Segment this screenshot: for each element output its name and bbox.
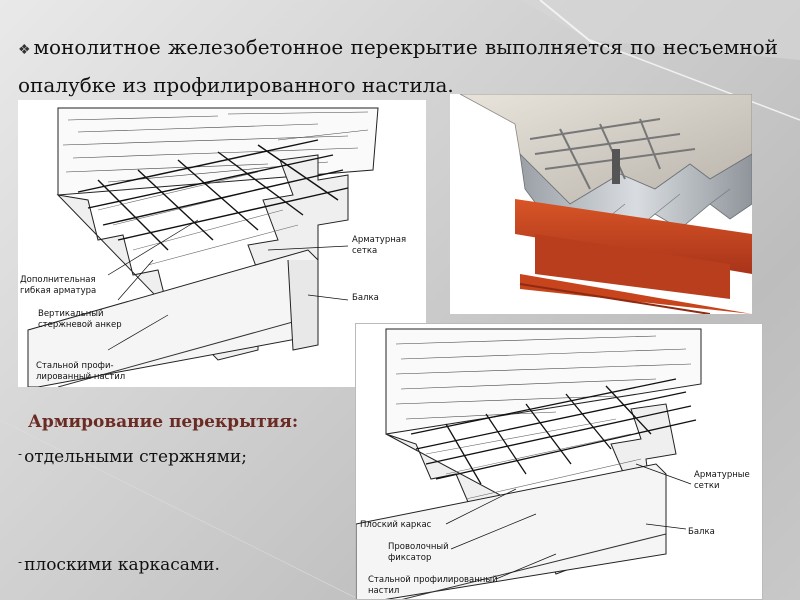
label-mesh-1: Арматурная: [352, 235, 406, 245]
label-deck-2: лированный настил: [36, 372, 125, 382]
list-marker: -: [18, 447, 23, 461]
label-deck-1: Стальной профилированный: [368, 575, 498, 585]
label-beam: Балка: [352, 293, 379, 303]
label-anchor-1: Вертикальный: [38, 309, 104, 319]
label-extra-1: Дополнительная: [20, 275, 96, 285]
figure-rebar-frames: Арматурные сетки Плоский каркас Балка Пр…: [355, 323, 763, 600]
label-meshes-1: Арматурные: [694, 470, 750, 480]
label-deck-1: Стальной профи-: [36, 361, 114, 371]
figure-3d-render: [450, 94, 752, 314]
diamond-bullet-icon: ❖: [18, 42, 32, 58]
label-fixer-2: фиксатор: [388, 553, 431, 563]
list-item: -отдельными стержнями;: [18, 447, 247, 467]
label-beam: Балка: [688, 527, 715, 537]
list-item-text: плоскими каркасами.: [24, 555, 220, 575]
subheading: Армирование перекрытия:: [28, 412, 299, 432]
list-item-text: отдельными стержнями;: [24, 447, 247, 467]
list-marker: -: [18, 555, 23, 569]
title-text: монолитное железобетонное перекрытие вып…: [18, 35, 778, 97]
figure-rebar-individual: Арматурная сетка Дополнительная гибкая а…: [18, 100, 426, 387]
label-extra-2: гибкая арматура: [20, 286, 96, 296]
list-item: -плоскими каркасами.: [18, 555, 220, 575]
label-mesh-2: сетка: [352, 246, 377, 256]
label-deck-2: настил: [368, 586, 399, 596]
label-flat-frame: Плоский каркас: [360, 520, 432, 530]
label-anchor-2: стержневой анкер: [38, 320, 122, 330]
label-meshes-2: сетки: [694, 481, 720, 491]
slide-title: ❖монолитное железобетонное перекрытие вы…: [18, 30, 778, 103]
label-fixer-1: Проволочный: [388, 542, 449, 552]
